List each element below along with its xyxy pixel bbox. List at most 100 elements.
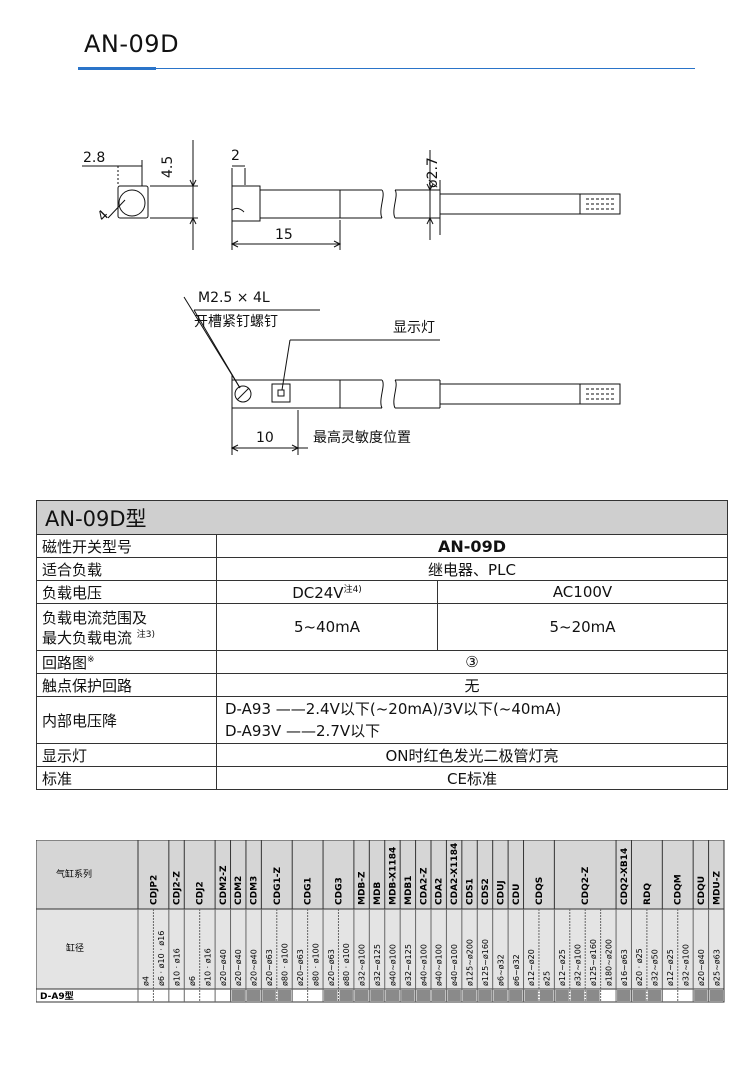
spec-header: AN-09D型 [36,500,728,535]
grid-bore-band [36,908,725,990]
bore-value: ø80 · ø100 [311,943,320,986]
voltage-ac: AC100V [437,580,728,604]
compat-mark [277,990,292,1001]
bore-value: ø20~ø40 [234,949,243,986]
bore-value: ø16~ø63 [620,949,629,986]
circuit-mark: ※ [87,654,95,665]
series-name: CDQS [535,877,545,905]
current-label-line2: 最大负载电流 [42,628,133,647]
bore-value: ø80 · ø100 [281,943,290,986]
load-value: 继电器、PLC [216,557,728,581]
series-name: CDQM [674,874,684,905]
bore-value: ø125~ø160 [589,939,598,986]
dim-4: 4 [95,207,113,225]
technical-drawing: 2.8 4.5 2 4 ø2.7 15 M2.5 × 4L 开槽紧钉螺钉 显示灯… [82,140,621,455]
series-name: CDQ2-XB14 [620,848,630,905]
dim-dia-2-7: ø2.7 [425,157,441,188]
dim-2-8: 2.8 [83,150,105,166]
series-name: CDJP2 [149,875,159,905]
series-name: MDB-Z [358,871,368,905]
compat-mark [324,990,338,1001]
end-view [82,140,198,250]
current-ac: 5~20mA [437,603,728,651]
bore-value: ø25 [543,971,552,986]
series-name: MDB1 [404,875,414,905]
bore-value: ø40~ø100 [435,944,444,986]
model-value: AN-09D [216,534,728,558]
bore-value: ø6 · ø10 · ø16 [157,931,166,986]
series-name: CDJ2-Z [173,871,183,905]
bore-value: ø20 · ø25 [635,948,644,986]
bore-value: ø20~ø63 [327,949,336,986]
compat-mark [709,990,723,1001]
screw-desc: 开槽紧钉螺钉 [194,314,278,330]
bore-value: ø40~ø100 [450,944,459,986]
dim-4-5: 4.5 [160,156,176,178]
bore-value: ø12~ø25 [666,949,675,986]
compat-mark [632,990,646,1001]
title-rule [78,67,695,70]
series-name: CDA2-X1184 [450,843,460,905]
series-name: CDQU [697,876,707,905]
bore-value: ø125~ø200 [466,939,475,986]
series-name: MDB [373,882,383,905]
std-value: CE标准 [216,766,728,790]
compat-mark [617,990,631,1001]
spec-table: AN-09D型 磁性开关型号 AN-09D 适合负载 继电器、PLC 负载电压 … [36,500,728,790]
dim-10: 10 [256,430,274,446]
series-name: CDG1-Z [273,867,283,905]
drop-line1: D-A93 ——2.4V以下(~20mA)/3V以下(~40mA) [225,700,562,718]
current-label-line1: 负载电流范围及 [42,608,148,627]
bore-value: ø32~ø100 [681,944,690,986]
current-label: 负载电流范围及最大负载电流 注3) [36,603,217,651]
compat-mark [647,990,662,1001]
bore-value: ø32~ø125 [404,944,413,986]
bore-value: ø32~ø50 [651,949,660,986]
series-label: 气缸系列 [56,868,92,880]
compat-mark [478,990,492,1001]
series-name: CDU [512,884,522,905]
compat-mark [385,990,400,1001]
bore-value: ø10 · ø16 [173,948,182,986]
series-name: CDG3 [334,877,344,905]
series-name: CDS2 [481,878,491,905]
series-name: CDA2 [435,878,445,905]
compat-mark [246,990,261,1001]
compat-mark [262,990,276,1001]
bore-value: ø20~ø40 [250,949,259,986]
bore-value: ø6~ø32 [496,954,505,986]
bore-value: ø10 · ø16 [203,948,212,986]
series-name: CDM2-Z [219,865,229,905]
bore-value: ø32~ø100 [358,944,367,986]
compat-mark [539,990,554,1001]
circuit-value: ③ [216,650,728,674]
series-name: CDG1 [304,877,314,905]
bore-value: ø80 · ø100 [342,943,351,986]
series-name: CDJ2 [196,881,206,905]
lamp-row-label: 显示灯 [36,743,217,767]
protect-label: 触点保护回路 [36,673,217,697]
voltage-dc-note: 注4) [343,585,362,595]
series-name: MDU-Z [712,871,722,905]
lamp-row-value: ON时红色发光二极管灯亮 [216,743,728,767]
current-note: 注3) [136,629,156,640]
bore-value: ø180~ø200 [604,939,613,986]
bore-value: ø40~ø100 [419,944,428,986]
page-title: AN-09D [84,30,180,58]
lamp-label: 显示灯 [393,320,435,336]
row-label: D-A9型 [40,990,74,1002]
bore-label: 缸径 [66,942,84,954]
grid-header-band [36,840,725,910]
load-label: 适合负载 [36,557,217,581]
compat-mark [462,990,477,1001]
circuit-label: 回路图※ [36,650,217,674]
series-name: MDB-X1184 [388,847,398,905]
compat-mark [231,990,245,1001]
bore-value: ø32~ø125 [373,944,382,986]
bore-value: ø125~ø160 [481,939,490,986]
drop-value: D-A93 ——2.4V以下(~20mA)/3V以下(~40mA)D-A93V … [216,696,728,744]
series-name: CDA2-Z [419,867,429,905]
current-dc: 5~40mA [216,603,438,651]
bore-value: ø20~ø63 [265,949,274,986]
